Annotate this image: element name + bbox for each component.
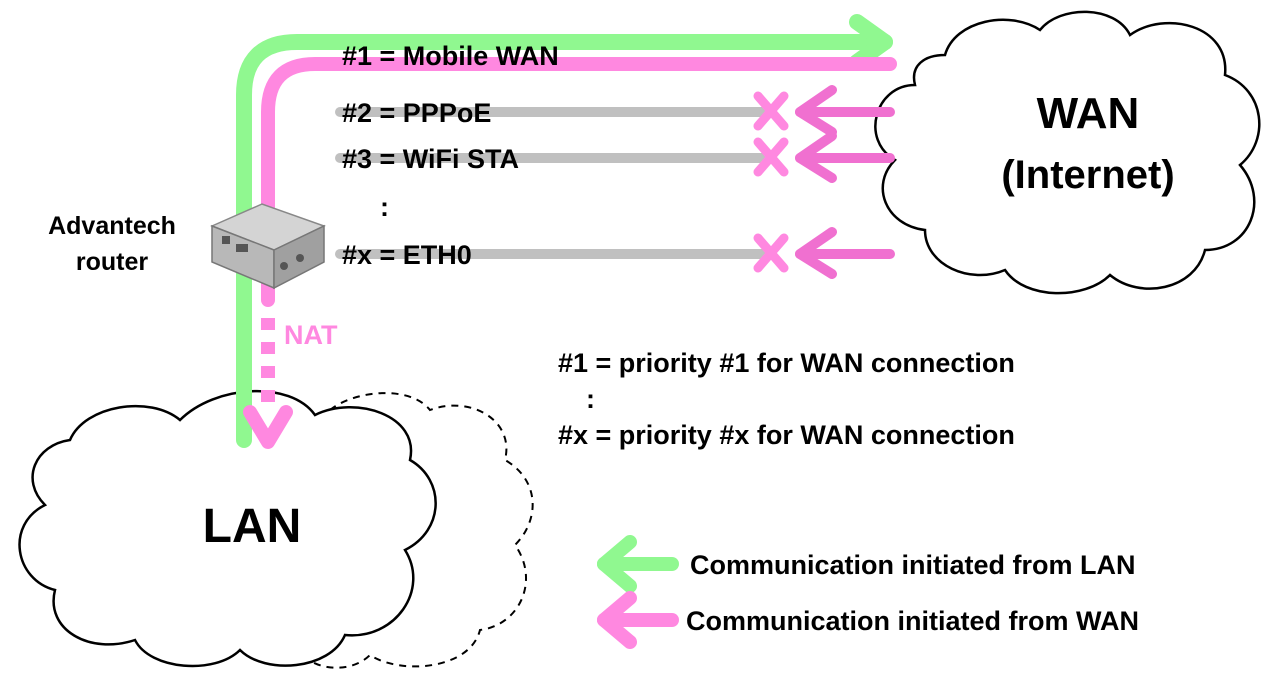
legend: Communication initiated from LAN Communi… bbox=[597, 535, 1139, 649]
interface-label-mobile-wan: #1 = Mobile WAN bbox=[342, 41, 559, 71]
incoming-arrow-pppoe bbox=[795, 85, 895, 137]
priority-note-line2: #x = priority #x for WAN connection bbox=[558, 420, 1015, 450]
wan-cloud-label-line2: (Internet) bbox=[1001, 153, 1174, 197]
legend-wan-label: Communication initiated from WAN bbox=[686, 606, 1139, 636]
wan-cloud-label-line1: WAN bbox=[1037, 89, 1140, 138]
blocked-marks bbox=[753, 91, 789, 273]
legend-wan-arrow-icon bbox=[597, 591, 679, 649]
inactive-interface-lines bbox=[335, 107, 775, 259]
priority-note-ellipsis: : bbox=[586, 384, 595, 414]
lan-cloud-label: LAN bbox=[203, 500, 302, 553]
nat-label: NAT bbox=[284, 320, 338, 350]
wan-initiated-path bbox=[243, 57, 897, 449]
x-mark-icon bbox=[753, 137, 789, 177]
router-label-line1: Advantech bbox=[48, 212, 176, 240]
incoming-arrow-eth0 bbox=[795, 227, 895, 279]
interface-label-eth0: #x = ETH0 bbox=[342, 240, 472, 270]
lan-cloud-outline bbox=[18, 389, 437, 668]
incoming-wan-arrows bbox=[795, 85, 895, 279]
legend-lan-label: Communication initiated from LAN bbox=[690, 550, 1136, 580]
lan-initiated-path bbox=[236, 14, 893, 448]
incoming-arrow-wifi-sta bbox=[795, 131, 895, 183]
x-mark-icon bbox=[753, 233, 789, 273]
router-label-line2: router bbox=[76, 248, 149, 276]
router-device-icon bbox=[210, 203, 326, 290]
interface-label-pppoe: #2 = PPPoE bbox=[342, 98, 491, 128]
wan-cloud-outline bbox=[874, 10, 1261, 295]
legend-lan-arrow-icon bbox=[597, 535, 679, 593]
priority-note-line1: #1 = priority #1 for WAN connection bbox=[558, 348, 1015, 378]
x-mark-icon bbox=[753, 91, 789, 131]
interface-ellipsis: : bbox=[380, 192, 389, 222]
interface-label-wifi-sta: #3 = WiFi STA bbox=[342, 144, 519, 174]
